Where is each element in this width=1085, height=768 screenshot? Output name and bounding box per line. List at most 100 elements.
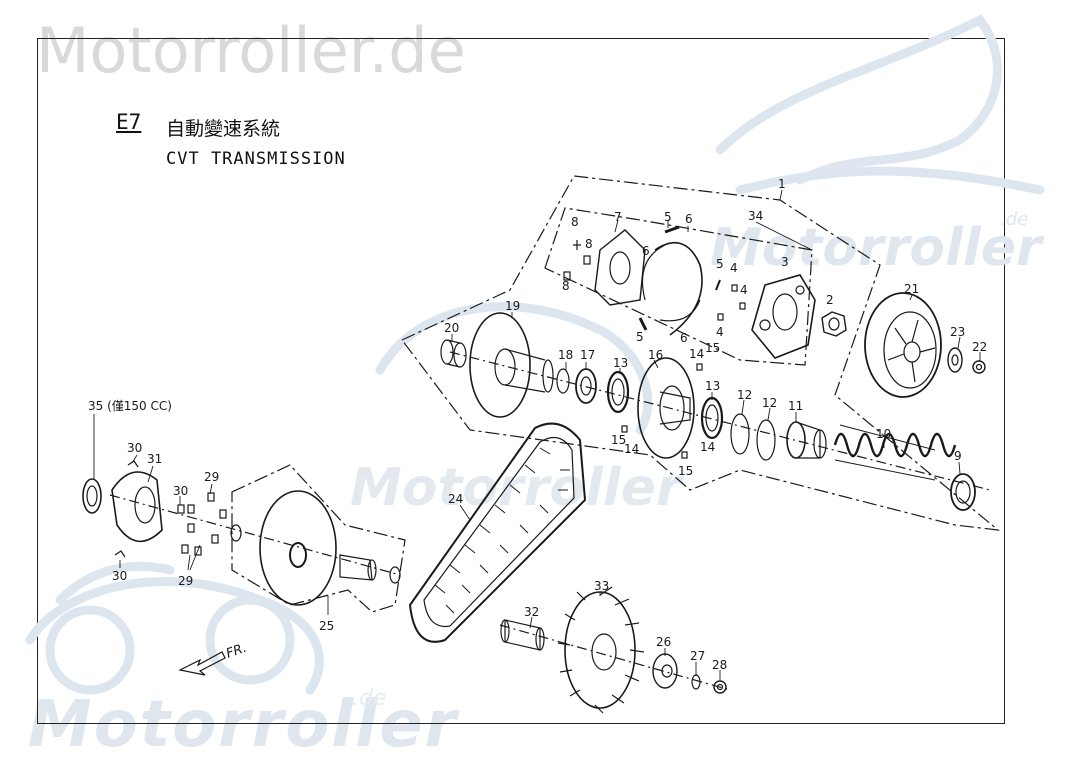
part-27-washer [691, 674, 701, 690]
label-3: 3 [781, 255, 789, 269]
label-30b: 30 [173, 484, 188, 498]
part-19-driven-face [469, 312, 554, 418]
label-11: 11 [788, 399, 803, 413]
label-1: 1 [778, 177, 786, 191]
watermark-right-suffix: .de [1000, 209, 1028, 230]
part-8-pin-c [563, 271, 571, 281]
label-15a: 15 [705, 341, 720, 355]
watermark-bottom-suffix: .de [352, 686, 387, 711]
part-8-pin-b [583, 255, 591, 265]
label-6b: 6 [642, 244, 650, 258]
part-11-collar [786, 421, 827, 459]
part-13-seal-a [606, 370, 630, 414]
section-title-en: CVT TRANSMISSION [166, 149, 346, 169]
part-labels: 1 2 3 4 4 4 5 5 5 6 6 6 7 8 8 8 9 10 11 … [88, 177, 987, 672]
label-7: 7 [614, 210, 622, 224]
part-9-spring-seat [950, 473, 976, 511]
label-24: 24 [448, 492, 463, 506]
part-8-pin-a [573, 240, 581, 250]
label-4b: 4 [740, 283, 748, 297]
label-8a: 8 [571, 215, 579, 229]
part-35-washer [82, 478, 102, 514]
label-12b: 12 [762, 396, 777, 410]
label-17: 17 [580, 348, 595, 362]
part-4-nut-a [731, 284, 738, 292]
label-13b: 13 [705, 379, 720, 393]
part-29-rollers [181, 492, 227, 556]
label-14a: 14 [689, 347, 704, 361]
label-5b: 5 [716, 257, 724, 271]
part-17-bearing [575, 368, 597, 404]
watermark-top: Motorroller.de [36, 14, 466, 87]
part-3-clutch-carrier [751, 274, 816, 359]
part-21-clutch-outer [864, 292, 942, 398]
part-15-pin-c [681, 451, 688, 459]
label-21: 21 [904, 282, 919, 296]
part-33-fan-face [557, 586, 645, 714]
watermark-graphics [25, 14, 1045, 695]
part-10-spring [833, 424, 957, 481]
watermark-center: Motorroller [350, 458, 685, 518]
label-8c: 8 [562, 279, 570, 293]
part-4-nut-c [717, 313, 724, 321]
label-14c: 14 [700, 440, 715, 454]
label-14b: 14 [624, 442, 639, 456]
label-20: 20 [444, 321, 459, 335]
watermark-right: Motorroller [710, 218, 1045, 278]
drive-oring [230, 524, 242, 542]
label-27: 27 [690, 649, 705, 663]
part-5-springs [638, 225, 721, 331]
label-22: 22 [972, 340, 987, 354]
part-13-seal-b [700, 396, 724, 440]
label-23: 23 [950, 325, 965, 339]
label-9: 9 [954, 449, 962, 463]
part-15-pin-b [621, 425, 628, 433]
label-34: 34 [748, 209, 763, 223]
part-20-bearing [440, 339, 467, 368]
part-12-oring-b [756, 419, 776, 461]
label-25: 25 [319, 619, 334, 633]
assembly-25-boundary [231, 464, 406, 613]
front-direction-label: FR. [224, 641, 249, 662]
leader-lines [93, 189, 981, 680]
label-31: 31 [147, 452, 162, 466]
part-30-clip-c [114, 550, 126, 558]
part-22-nut [972, 360, 986, 374]
part-2-nut [821, 311, 847, 337]
label-16: 16 [648, 348, 663, 362]
label-19: 19 [505, 299, 520, 313]
label-30a: 30 [127, 441, 142, 455]
part-24-drive-belt [408, 422, 587, 643]
part-28-nut [713, 680, 727, 694]
label-35-note: 35 (僅150 CC) [88, 399, 172, 413]
label-6a: 6 [685, 212, 693, 226]
label-29b: 29 [178, 574, 193, 588]
front-direction-arrow [178, 651, 226, 676]
label-5c: 5 [636, 330, 644, 344]
assembly-1-boundary [401, 175, 1000, 531]
label-12a: 12 [737, 388, 752, 402]
part-12-oring-a [730, 413, 750, 455]
label-29a: 29 [204, 470, 219, 484]
label-15c: 15 [678, 464, 693, 478]
section-code: E7 [116, 110, 142, 134]
label-15b: 15 [611, 433, 626, 447]
part-25-drive-face [259, 490, 401, 606]
part-6-shoes [641, 241, 703, 336]
label-30c: 30 [112, 569, 127, 583]
part-16-movable-face [637, 357, 695, 459]
main-axis [449, 351, 991, 491]
part-30-clip-a [127, 460, 139, 468]
part-31-ramp-plate [111, 471, 163, 543]
part-15-pin-a [696, 363, 703, 371]
diagram-frame [37, 38, 1005, 724]
part-23-washer [947, 347, 963, 373]
label-26: 26 [656, 635, 671, 649]
part-7-plate [594, 229, 646, 306]
label-10: 10 [876, 427, 891, 441]
part-30-slider-b [177, 504, 185, 514]
part-26-washer [652, 653, 678, 689]
label-2: 2 [826, 293, 834, 307]
